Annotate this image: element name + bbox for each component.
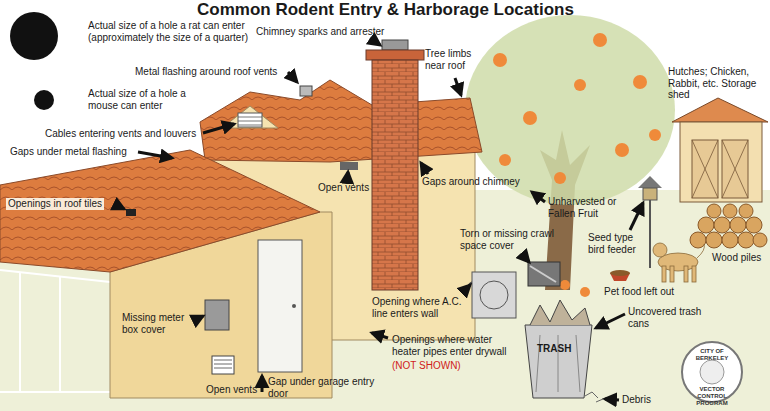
callout-label: Tree limbs near roof (425, 48, 485, 71)
callout-label: Chimney sparks and arrester (256, 26, 384, 38)
callout-label: Metal flashing around roof vents (135, 66, 277, 78)
legend-text: Actual size of a hole a mouse can enter (88, 88, 208, 111)
seal-text: VECTOR CONTROL PROGRAM (684, 386, 740, 407)
callout-label: Cables entering vents and louvers (45, 128, 196, 140)
note-label: (NOT SHOWN) (392, 360, 461, 372)
title: Common Rodent Entry & Harborage Location… (197, 0, 574, 20)
callout-label: Torn or missing crawl space cover (460, 228, 560, 251)
callout-label: Wood piles (712, 252, 761, 264)
legend-text: Actual size of a hole a rat can enter (a… (88, 20, 253, 43)
callout-label: Open vents (206, 384, 257, 396)
rat-hole (10, 12, 58, 60)
mouse-hole (34, 90, 54, 110)
callout-label: Gaps under metal flashing (10, 146, 127, 158)
callout-label: Seed type bird feeder (588, 232, 640, 255)
callout-label: Unharvested or Fallen Fruit (548, 196, 623, 219)
callout-label: Open vents (318, 182, 369, 194)
callout-label: Openings in roof tiles (6, 198, 104, 210)
callout-label: Pet food left out (604, 286, 674, 298)
callout-label: Debris (622, 394, 651, 406)
callout-label: Opening where A.C. line enters wall (372, 296, 467, 319)
can-label: TRASH (537, 343, 571, 355)
callout-label: Openings where water heater pipes enter … (392, 334, 510, 357)
callout-label: Missing meter box cover (122, 312, 194, 335)
callout-label: Hutches; Chicken, Rabbit, etc. Storage s… (668, 66, 766, 101)
callout-label: Uncovered trash cans (628, 306, 703, 329)
seal-text: CITY OF BERKELEY (688, 348, 736, 362)
callout-label: Gap under garage entry door (268, 376, 378, 399)
callout-label: Gaps around chimney (422, 176, 520, 188)
